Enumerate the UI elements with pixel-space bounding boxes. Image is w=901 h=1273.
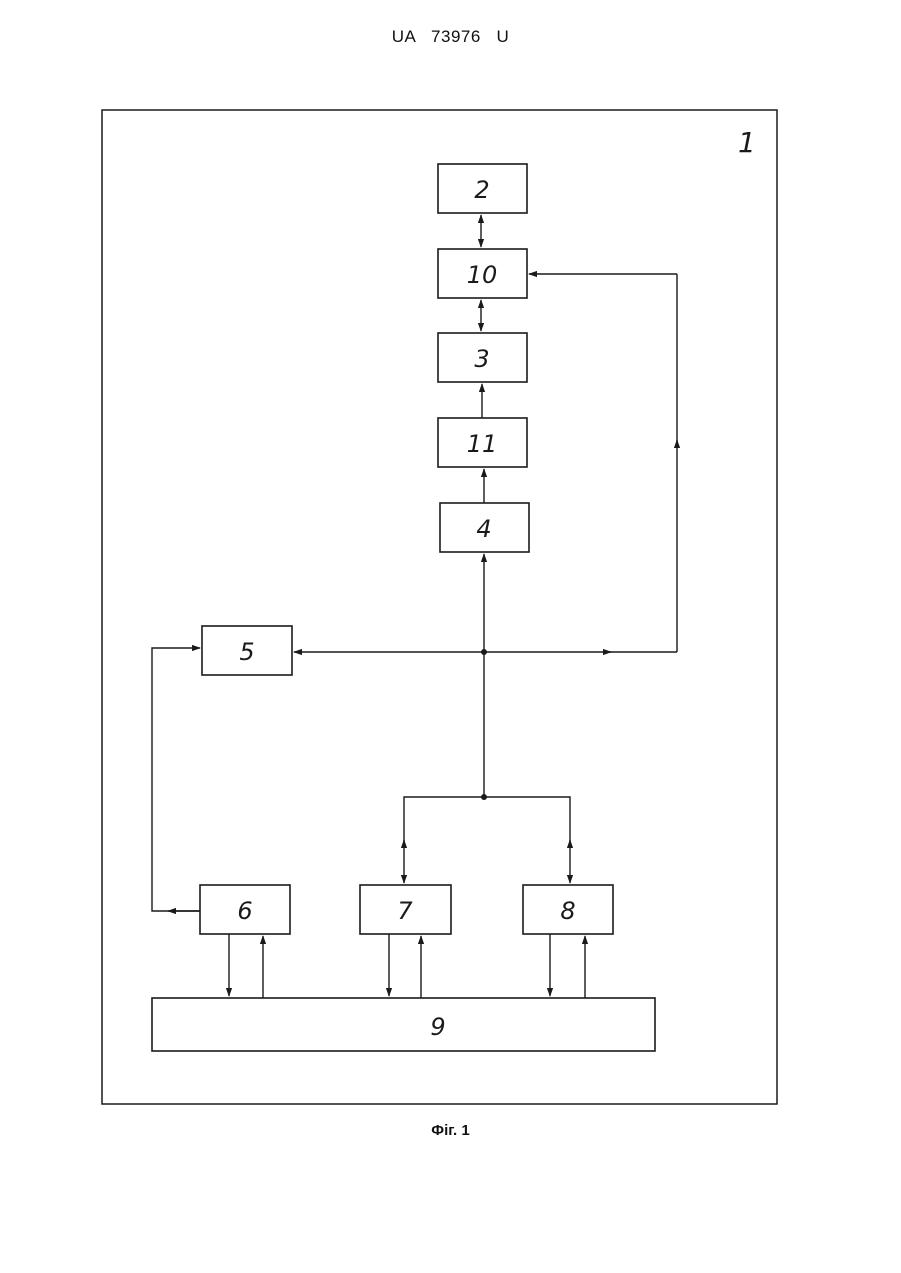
link-6-5 [152,648,200,911]
block-5: 5 [202,626,292,675]
figure-caption: Фіг. 1 [0,1122,901,1139]
block-2-label: 2 [474,176,489,204]
block-2: 2 [438,164,527,213]
block-10: 10 [438,249,527,298]
block-7: 7 [360,885,451,934]
device-reference-label: 1 [738,126,756,159]
block-10-label: 10 [467,261,498,289]
block-11: 11 [438,418,527,467]
block-3: 3 [438,333,527,382]
block-7-label: 7 [397,897,413,925]
block-8-label: 8 [560,897,575,925]
block-4: 4 [440,503,529,552]
link-bus-7-8 [404,797,570,830]
block-6-label: 6 [237,897,252,925]
block-5-label: 5 [239,638,254,666]
block-9: 8 9 [152,998,655,1051]
block-9-label-text: 9 [430,1013,445,1041]
block-11-label: 11 [467,430,498,458]
block-8: 8 [523,885,613,934]
block-3-label: 3 [474,345,489,373]
block-6: 6 [200,885,290,934]
block-4-label: 4 [476,515,491,543]
